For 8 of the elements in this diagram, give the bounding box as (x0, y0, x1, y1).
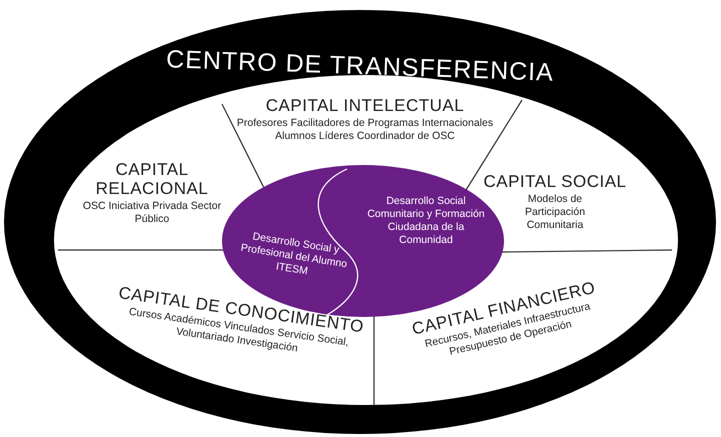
sector-text: Profesores Facilitadores de Programas Internacionales Alumnos Líderes Coordinador de OSC (236, 117, 494, 143)
sector-heading: CAPITAL RELACIONAL (94, 160, 210, 198)
sector-text: OSC Iniciativa Privada Sector Público (82, 200, 222, 226)
title-text: CENTRO DE TRANSFERENCIA (164, 45, 556, 88)
core-text: Desarrollo Social Comunitario y Formación Ciudadana de la Comunidad (367, 195, 485, 246)
sector-heading: CAPITAL INTELECTUAL (264, 96, 466, 115)
core-text: Desarrollo Social y Profesional del Alumno ITESM (240, 230, 348, 278)
sector-heading: CAPITAL SOCIAL (482, 172, 628, 191)
